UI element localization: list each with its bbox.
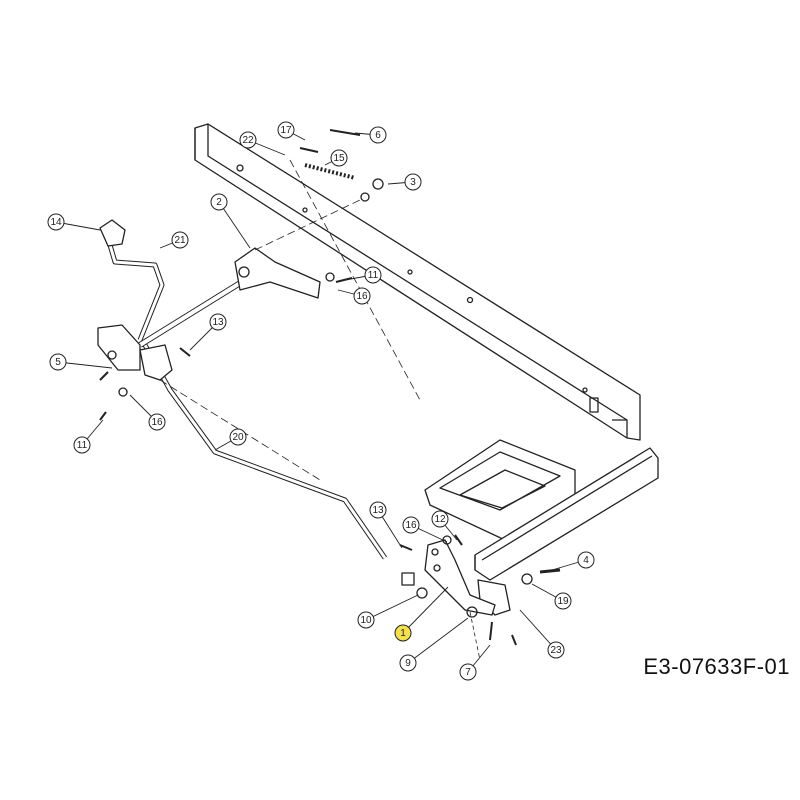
callout-label: 15 bbox=[333, 153, 345, 164]
callout-circle bbox=[431, 510, 449, 528]
callout-circle bbox=[459, 663, 477, 681]
callout-label: 21 bbox=[174, 235, 186, 246]
callout-label: 1 bbox=[400, 628, 406, 639]
callout-11: 11 bbox=[73, 436, 91, 454]
callout-label: 6 bbox=[375, 130, 381, 141]
callout-16: 16 bbox=[148, 413, 166, 431]
callout-12: 12 bbox=[431, 510, 449, 528]
callout-15: 15 bbox=[330, 149, 348, 167]
callout-leader-1 bbox=[402, 586, 449, 634]
callout-label: 16 bbox=[405, 520, 417, 531]
callout-circle bbox=[229, 428, 247, 446]
callout-13: 13 bbox=[369, 501, 387, 519]
callout-label: 7 bbox=[465, 667, 471, 678]
callout-circle bbox=[404, 173, 422, 191]
callout-1: 1 bbox=[394, 624, 412, 642]
callout-leader-9 bbox=[407, 617, 469, 664]
callout-10: 10 bbox=[357, 611, 375, 629]
callout-19: 19 bbox=[554, 592, 572, 610]
callout-6: 6 bbox=[369, 126, 387, 144]
callout-circle bbox=[577, 551, 595, 569]
callout-circle bbox=[547, 641, 565, 659]
callout-2: 2 bbox=[210, 193, 228, 211]
frame-rail-drawing bbox=[97, 123, 659, 661]
callout-circle bbox=[330, 149, 348, 167]
callouts: 1234567910111112131314151616161719202122… bbox=[47, 121, 595, 681]
callout-circle bbox=[239, 131, 257, 149]
callout-leaders bbox=[55, 129, 587, 673]
callout-9: 9 bbox=[399, 654, 417, 672]
callout-circle bbox=[357, 611, 375, 629]
callout-13: 13 bbox=[209, 313, 227, 331]
callout-label: 22 bbox=[242, 135, 254, 146]
callout-label: 16 bbox=[356, 291, 368, 302]
callout-circle bbox=[171, 231, 189, 249]
callout-3: 3 bbox=[404, 173, 422, 191]
callout-label: 19 bbox=[557, 596, 569, 607]
callout-circle bbox=[369, 126, 387, 144]
callout-label: 10 bbox=[360, 615, 372, 626]
callout-11: 11 bbox=[364, 266, 382, 284]
callout-20: 20 bbox=[229, 428, 247, 446]
callout-label: 11 bbox=[368, 270, 379, 281]
drawing-code: E3-07633F-01 bbox=[643, 654, 790, 679]
callout-label: 13 bbox=[372, 505, 384, 516]
callout-circle bbox=[554, 592, 572, 610]
callout-label: 11 bbox=[77, 440, 88, 451]
callout-leader-2 bbox=[218, 201, 251, 249]
callout-circle bbox=[47, 213, 65, 231]
callout-circle bbox=[353, 287, 371, 305]
callout-label: 4 bbox=[583, 555, 589, 566]
callout-label: 17 bbox=[280, 125, 292, 136]
callout-circle bbox=[73, 436, 91, 454]
callout-14: 14 bbox=[47, 213, 65, 231]
callout-leader-23 bbox=[519, 609, 557, 651]
callout-label: 5 bbox=[55, 357, 61, 368]
callout-16: 16 bbox=[402, 516, 420, 534]
callout-circle bbox=[49, 353, 67, 371]
callout-16: 16 bbox=[353, 287, 371, 305]
callout-label: 9 bbox=[405, 658, 411, 669]
callout-circle bbox=[394, 624, 412, 642]
callout-label: 16 bbox=[151, 417, 163, 428]
callout-leader-10 bbox=[365, 594, 419, 621]
callout-circle bbox=[277, 121, 295, 139]
callout-circle bbox=[210, 193, 228, 211]
callout-21: 21 bbox=[171, 231, 189, 249]
callout-label: 14 bbox=[50, 217, 62, 228]
callout-circle bbox=[364, 266, 382, 284]
callout-label: 2 bbox=[216, 197, 222, 208]
callout-label: 12 bbox=[434, 514, 446, 525]
callout-circle bbox=[369, 501, 387, 519]
callout-circle bbox=[148, 413, 166, 431]
callout-4: 4 bbox=[577, 551, 595, 569]
callout-22: 22 bbox=[239, 131, 257, 149]
callout-23: 23 bbox=[547, 641, 565, 659]
callout-label: 20 bbox=[232, 432, 244, 443]
callout-label: 13 bbox=[212, 317, 224, 328]
callout-circle bbox=[209, 313, 227, 331]
callout-leader-5 bbox=[57, 361, 113, 369]
callout-label: 3 bbox=[410, 177, 416, 188]
callout-17: 17 bbox=[277, 121, 295, 139]
callout-7: 7 bbox=[459, 663, 477, 681]
callout-circle bbox=[399, 654, 417, 672]
callout-label: 23 bbox=[550, 645, 562, 656]
callout-5: 5 bbox=[49, 353, 67, 371]
callout-circle bbox=[402, 516, 420, 534]
